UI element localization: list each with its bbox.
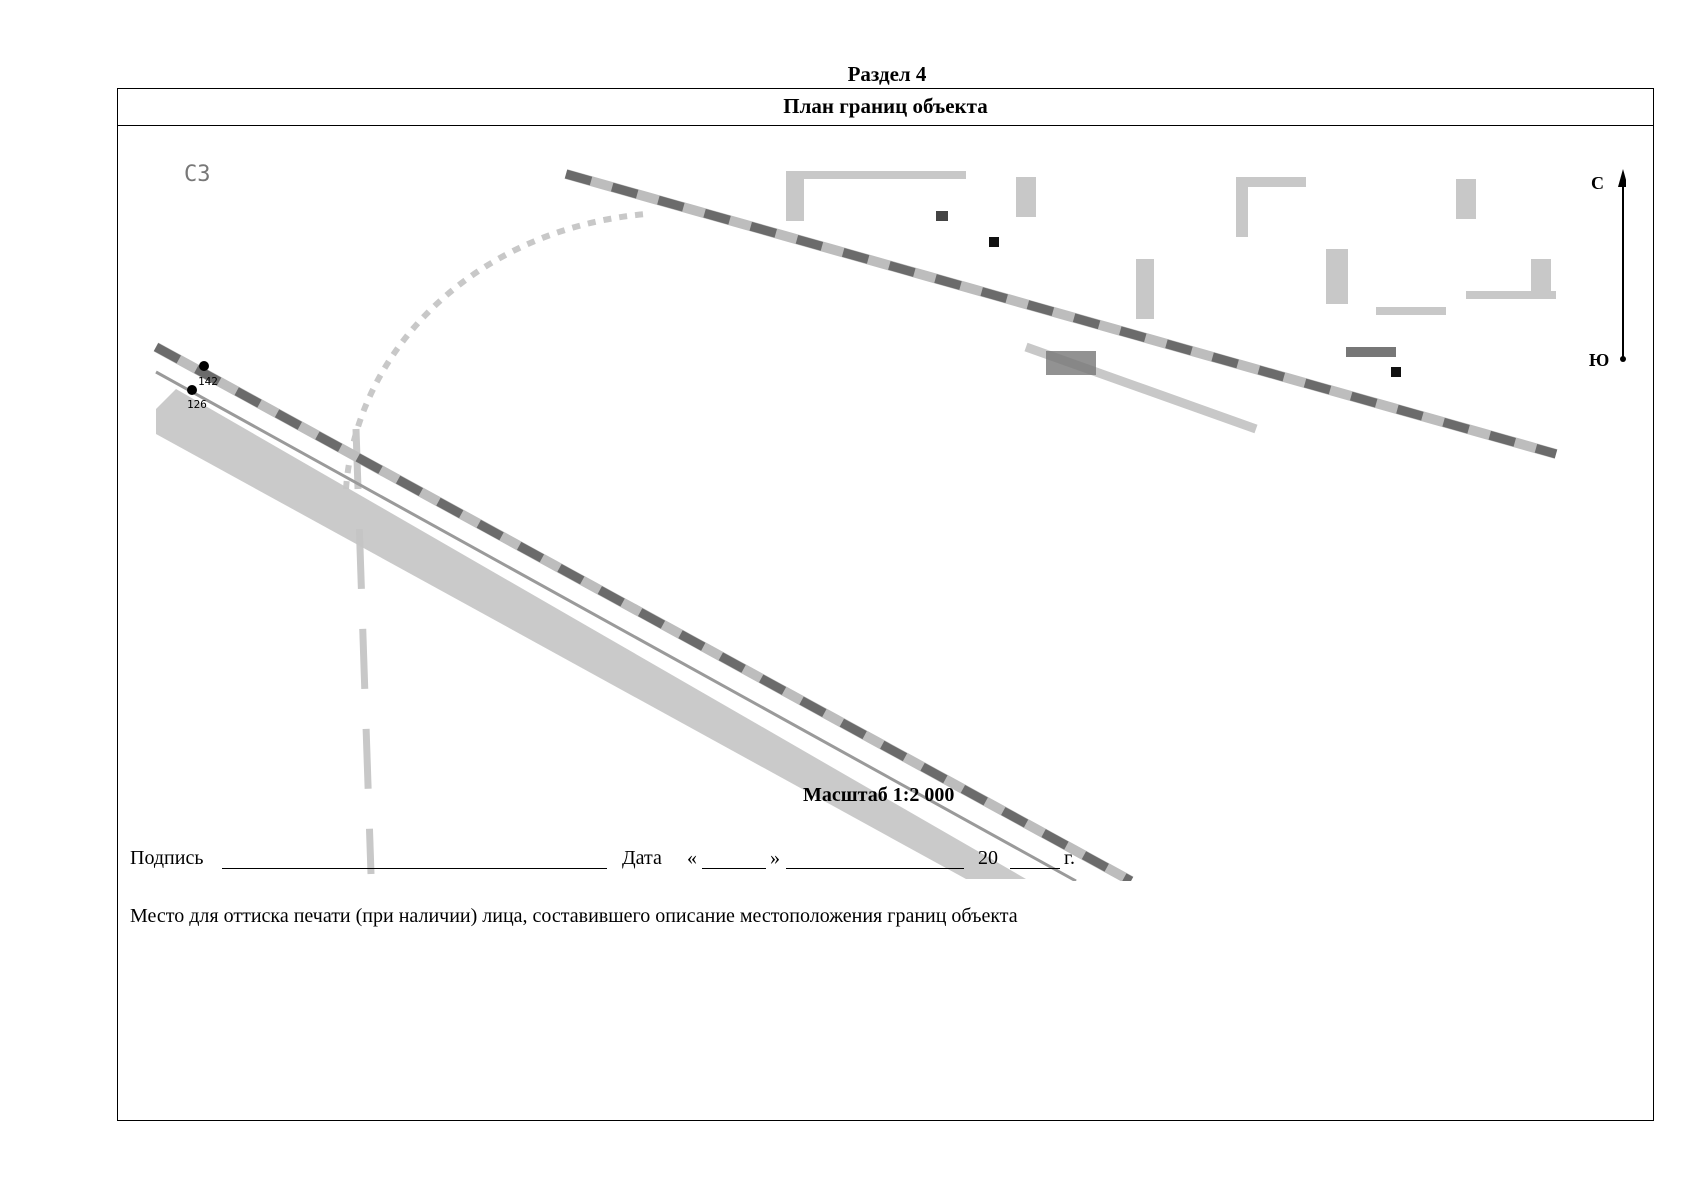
year-prefix: 20: [978, 847, 998, 869]
south-label: Ю: [1589, 350, 1609, 370]
building-outline: [1136, 259, 1154, 319]
light-road-band: [156, 389, 1026, 879]
building-outline: [1456, 179, 1476, 219]
building-outline: [1376, 307, 1446, 315]
point-label-142: 142: [198, 375, 218, 388]
stamp-placeholder: Место для оттиска печати (при наличии) л…: [130, 905, 1018, 927]
point-label-126: 126: [187, 398, 207, 411]
building-outline: [786, 171, 966, 179]
day-field[interactable]: [702, 868, 766, 869]
dark-fragment: [1046, 351, 1096, 375]
building-marker: [936, 211, 948, 221]
signature-row: Подпись Дата « » 20 г.: [130, 846, 1130, 876]
building-marker: [989, 237, 999, 247]
quote-open: «: [687, 847, 697, 869]
section-title: Раздел 4: [847, 62, 927, 86]
building-outline: [1466, 291, 1556, 299]
building-outline: [1236, 177, 1248, 237]
dark-road-main: [153, 343, 1134, 881]
boundary-map: СЗ: [146, 129, 1626, 881]
date-label: Дата: [622, 847, 662, 869]
boundary-line: [155, 370, 1077, 881]
map-canvas: СЗ: [153, 162, 1626, 881]
building-outline: [1531, 259, 1551, 299]
quote-close: »: [770, 847, 780, 869]
north-label: С: [1591, 173, 1604, 193]
plan-frame: План границ объекта СЗ: [117, 88, 1654, 1121]
light-road-upper: [564, 169, 1558, 459]
boundary-point-icon: [199, 361, 209, 371]
boundary-point-icon: [187, 385, 197, 395]
month-field[interactable]: [786, 868, 964, 869]
zone-label: СЗ: [184, 162, 211, 187]
building-outline: [1326, 249, 1348, 304]
year-suffix: г.: [1064, 847, 1075, 869]
building-outline: [1016, 177, 1036, 217]
building-outline: [786, 171, 804, 221]
south-marker: [1620, 356, 1626, 362]
dark-fragment: [1346, 347, 1396, 357]
building-marker: [1391, 367, 1401, 377]
building-outline: [1246, 177, 1306, 187]
dotted-arc: [343, 211, 647, 490]
map-scale: Масштаб 1:2 000: [803, 784, 955, 806]
year-field[interactable]: [1010, 868, 1060, 869]
north-arrow-head: [1618, 169, 1626, 187]
signature-label: Подпись: [130, 847, 204, 869]
plan-title: План границ объекта: [118, 89, 1653, 126]
signature-field[interactable]: [222, 868, 607, 869]
vertical-road: [352, 428, 375, 875]
